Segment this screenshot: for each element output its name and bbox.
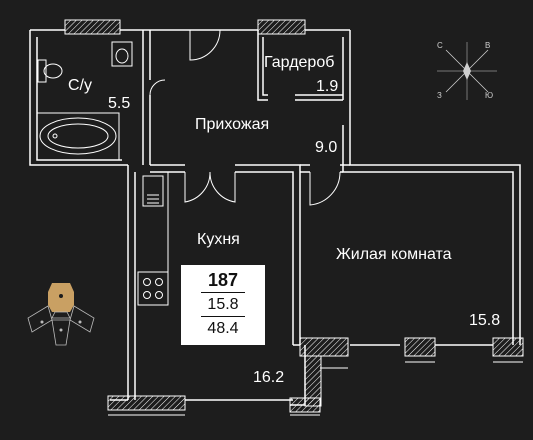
bathroom-area: 5.5 (108, 95, 131, 112)
living-room-area: 15.8 (469, 312, 501, 329)
compass-north: С (437, 41, 443, 50)
bathroom-name: С/у (68, 77, 92, 94)
compass-south: Ю (485, 91, 494, 100)
hall-area: 9.0 (315, 139, 338, 156)
sink-icon (111, 41, 133, 67)
divider (201, 292, 245, 293)
kitchen-name: Кухня (197, 231, 240, 248)
total-area-value: 48.4 (207, 320, 239, 337)
living-room-name: Жилая комната (336, 246, 452, 263)
hall-name: Прихожая (195, 116, 270, 133)
apartment-info-box: 187 15.8 48.4 (181, 265, 265, 345)
compass-icon (437, 42, 497, 100)
windows (64, 19, 524, 416)
toilet-icon (37, 59, 63, 83)
wardrobe-area: 1.9 (316, 78, 339, 95)
divider (201, 316, 245, 317)
compass-east: В (485, 41, 491, 50)
doors (149, 29, 341, 206)
stove-icon (137, 271, 169, 306)
wardrobe-name: Гардероб (264, 54, 335, 71)
apartment-number: 187 (207, 270, 239, 290)
kitchen-area: 16.2 (253, 369, 285, 386)
compass-west: З (437, 91, 442, 100)
building-location-icon (27, 283, 95, 346)
living-area-value: 15.8 (207, 296, 239, 313)
walls (29, 29, 521, 406)
bathtub-icon (36, 112, 120, 161)
